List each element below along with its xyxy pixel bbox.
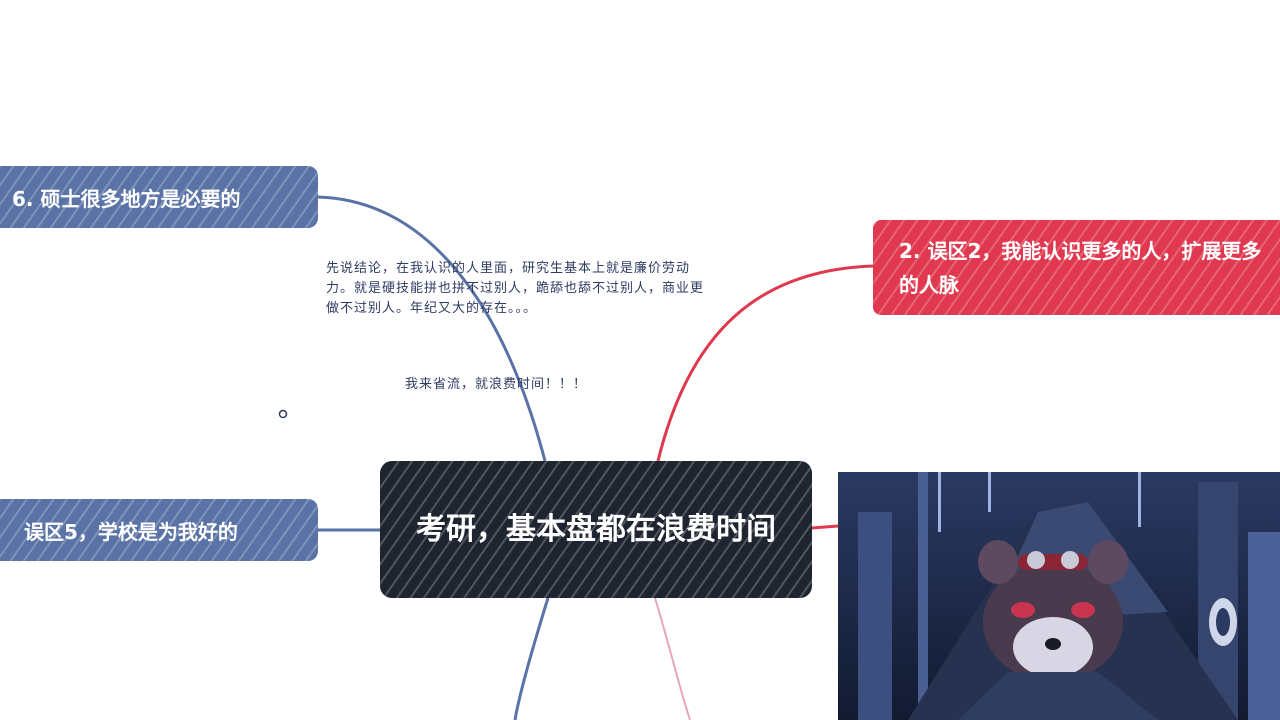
branch-node-5-label: 误区5，学校是为我好的 [24, 519, 238, 544]
connector-bottom-red [654, 597, 691, 720]
red-panda-image [838, 472, 1280, 720]
conclusion-note: 先说结论，在我认识的人里面，研究生基本上就是廉价劳动力。就是硬技能拼也拼不过别人… [326, 261, 705, 316]
branch-node-6[interactable]: 6. 硕士很多地方是必要的 [0, 166, 318, 228]
branch-node-5[interactable]: 误区5，学校是为我好的 [0, 499, 318, 561]
connector-to-photo [811, 524, 839, 530]
waste-note: 我来省流，就浪费时间！！！ [405, 377, 588, 392]
connector-bottom-blue [513, 597, 550, 720]
branch-node-2-label: 2. 误区2，我能认识更多的人，扩展更多的人脉 [899, 238, 1262, 297]
connector-to-b6 [317, 195, 547, 462]
central-topic[interactable]: 考研，基本盘都在浪费时间 [380, 461, 812, 598]
connector-to-b2 [656, 264, 874, 462]
branch-node-6-label: 6. 硕士很多地方是必要的 [12, 186, 241, 211]
stray-dot [278, 409, 288, 419]
central-topic-label: 考研，基本盘都在浪费时间 [416, 511, 776, 547]
branch-node-2[interactable]: 2. 误区2，我能认识更多的人，扩展更多的人脉 [873, 220, 1280, 315]
